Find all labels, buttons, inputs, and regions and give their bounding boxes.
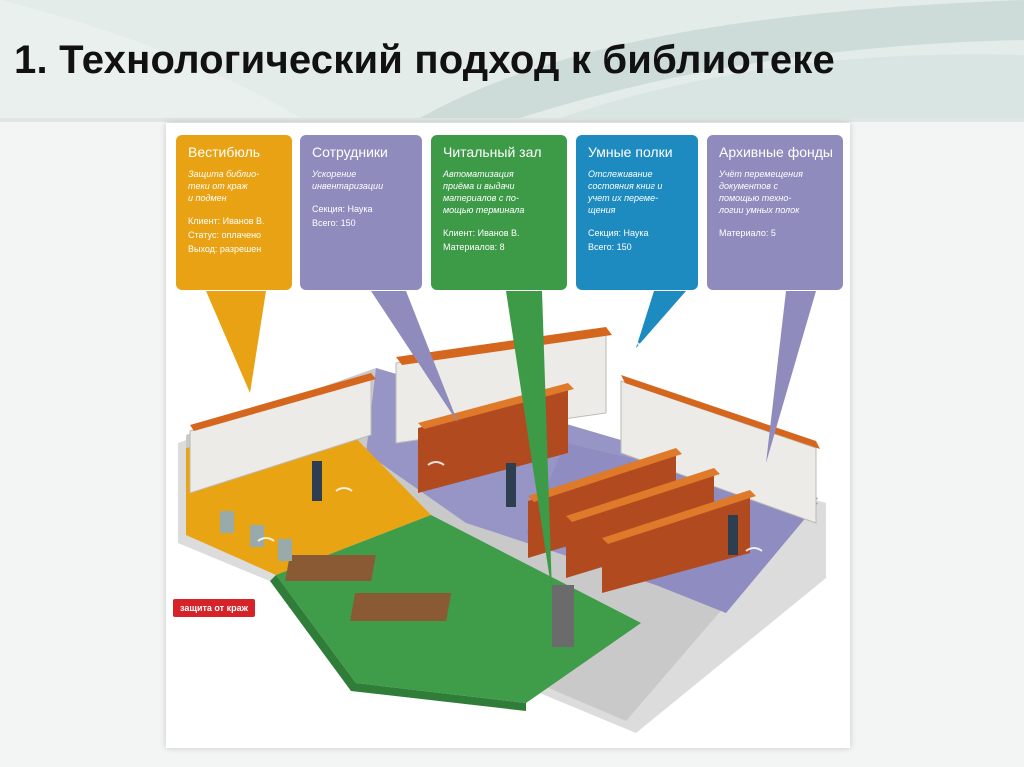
callout-description: Ускорение инвентаризации (312, 168, 412, 192)
shelf-left-top (190, 373, 376, 431)
callout-description-line: материалов с по- (443, 193, 519, 203)
callout-detail-line: Всего: 150 (312, 218, 356, 228)
pointer-reading (506, 291, 552, 593)
callout-detail-line: Материалов: 8 (443, 242, 505, 252)
callout-description: Учёт перемещения документов с помощью техн… (719, 168, 833, 216)
zone-reading-edge (270, 575, 526, 711)
callout-description: Защита библио-теки от краж и подмен (188, 168, 282, 204)
pointer-smart-shelves (636, 291, 686, 348)
callout-description-line: инвентаризации (312, 181, 384, 191)
callout-title: Архивные фонды (719, 144, 833, 160)
callout-description-line: щения (588, 205, 616, 215)
callout-description-line: теки от краж (188, 181, 248, 191)
callout-description-line: и подмен (188, 193, 227, 203)
callout-detail-line: Всего: 150 (588, 242, 632, 252)
callout-description-line: Защита библио- (188, 169, 260, 179)
pointer-archive (766, 291, 816, 463)
shelf-back-top (396, 327, 612, 365)
callout-description: Отслеживание состояния книг и учет их пере… (588, 168, 688, 216)
callout-detail-line: Статус: оплачено (188, 230, 262, 240)
callout-description-line: мощью терминала (443, 205, 525, 215)
floorplan-graphic (178, 291, 826, 733)
visitor-figures (312, 461, 738, 555)
callout-title: Умные полки (588, 144, 673, 160)
callout-description-line: Учёт перемещения (719, 169, 803, 179)
pointer-vestibule (206, 291, 266, 393)
callout-description-line: учет их переме- (588, 193, 659, 203)
callout-description-line: логии умных полок (719, 205, 800, 215)
callout-detail-line: Клиент: Иванов В. (188, 216, 265, 226)
callout-title: Сотрудники (312, 144, 388, 160)
shelf-right (620, 380, 817, 524)
callout-title: Читальный зал (443, 144, 542, 160)
theft-protection-badge: защита от краж (173, 599, 255, 617)
callout-title: Вестибюль (188, 144, 261, 160)
reading-desk-1 (285, 555, 376, 581)
callout-description-line: документов с (719, 181, 778, 191)
reading-desk-2 (350, 593, 452, 621)
callout-description-line: Автоматизация (443, 169, 514, 179)
vestibule-turnstiles (220, 511, 292, 561)
callout-detail-line: Материало: 5 (719, 228, 776, 238)
pointer-staff (371, 291, 458, 423)
callout-description-line: Отслеживание (588, 169, 653, 179)
slide-title: 1. Технологический подход к библиотеке (14, 38, 835, 82)
callout-description-line: Ускорение (312, 169, 357, 179)
callout-detail-line: Секция: Наука (312, 204, 373, 214)
callout-description-line: состояния книг и (588, 181, 663, 191)
callout-detail-line: Секция: Наука (588, 228, 649, 238)
callout-detail-line: Выход: разрешен (188, 244, 262, 254)
callout-detail-line: Клиент: Иванов В. (443, 228, 520, 238)
signal-waves (257, 339, 763, 552)
callout-description-line: приёма и выдачи (443, 181, 515, 191)
callout-description: Автоматизация приёма и выдачи материалов с… (443, 168, 557, 216)
callout-description-line: помощью техно- (719, 193, 792, 203)
self-service-terminal (552, 585, 574, 647)
